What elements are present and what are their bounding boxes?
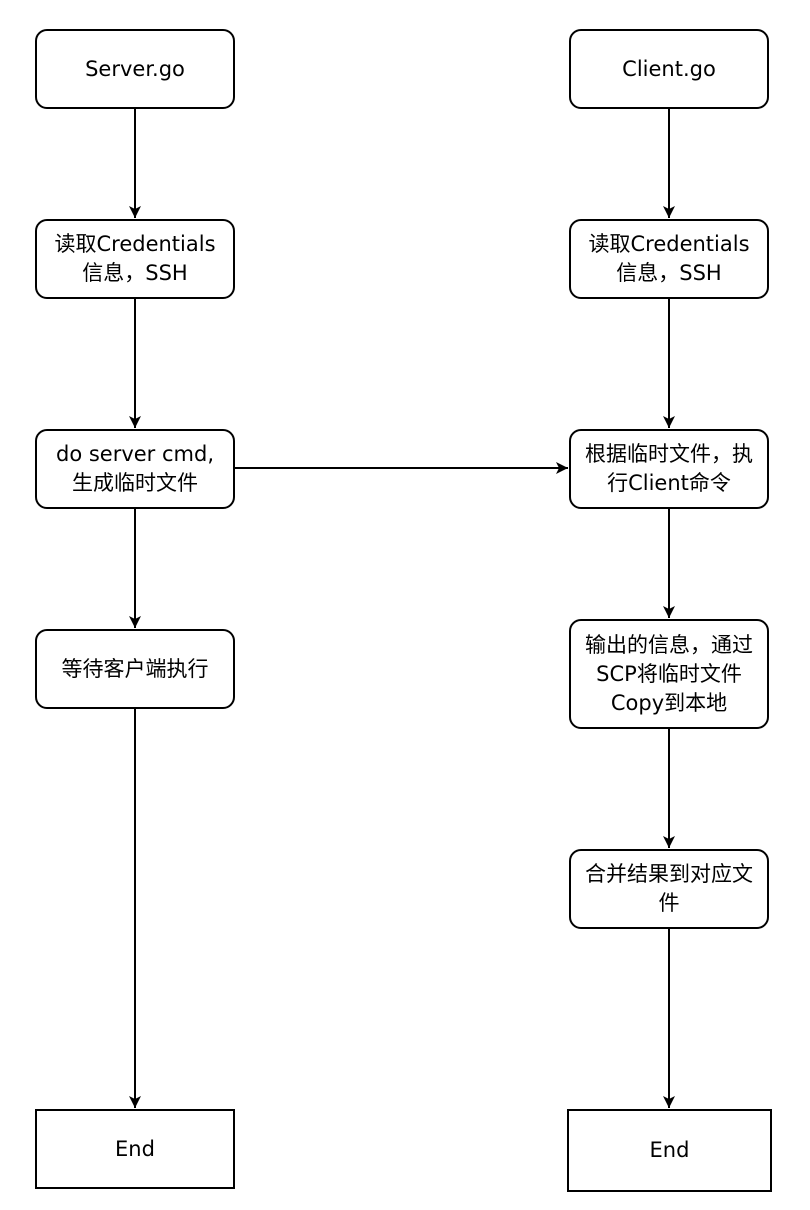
node-label: 等待客户端执行: [61, 656, 209, 681]
node-client-copy: 输出的信息，通过 SCP将临时文件 Copy到本地: [569, 619, 769, 729]
node-label: End: [649, 1138, 690, 1162]
node-client-read: 读取Credentials 信息，SSH: [569, 219, 769, 299]
node-label: 读取Credentials 信息，SSH: [54, 232, 216, 285]
node-label: 输出的信息，通过 SCP将临时文件 Copy到本地: [585, 632, 753, 715]
node-label: End: [115, 1136, 155, 1161]
node-server-cmd: do server cmd, 生成临时文件: [35, 429, 235, 509]
node-label: Client.go: [622, 56, 716, 81]
node-label: do server cmd, 生成临时文件: [55, 442, 214, 495]
node-label: 根据临时文件，执 行Client命令: [585, 442, 753, 495]
node-client-merge: 合并结果到对应文 件: [569, 849, 769, 929]
node-server-start: Server.go: [35, 29, 235, 109]
node-client-exec: 根据临时文件，执 行Client命令: [569, 429, 769, 509]
node-server-read: 读取Credentials 信息，SSH: [35, 219, 235, 299]
node-server-end: End: [35, 1109, 235, 1189]
node-server-wait: 等待客户端执行: [35, 629, 235, 709]
node-label: 读取Credentials 信息，SSH: [588, 232, 750, 285]
node-label: 合并结果到对应文 件: [585, 862, 753, 915]
node-client-end: End: [567, 1109, 772, 1192]
node-client-start: Client.go: [569, 29, 769, 109]
node-label: Server.go: [85, 56, 185, 81]
